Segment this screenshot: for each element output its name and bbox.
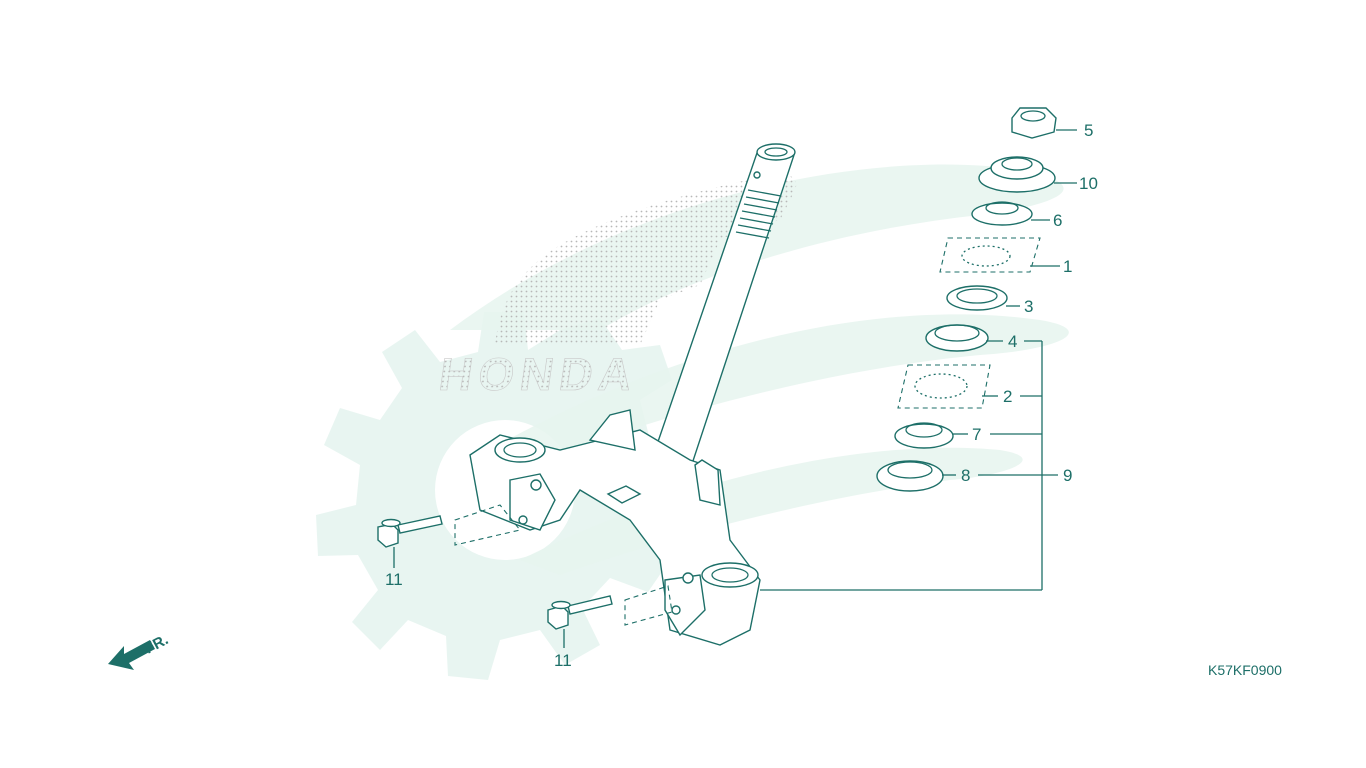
callout-3: 3 — [1024, 297, 1033, 316]
callout-2: 2 — [1003, 387, 1012, 406]
callout-10: 10 — [1079, 174, 1098, 193]
callout-6: 6 — [1053, 211, 1062, 230]
part-6-cone — [971, 201, 1033, 226]
steering-stem — [469, 143, 796, 646]
front-arrow-icon: FR. — [108, 631, 171, 670]
callout-11-lower: 11 — [554, 651, 572, 670]
part-2-ball-race — [897, 364, 991, 409]
part-8-dust-seal — [876, 460, 944, 492]
callout-1: 1 — [1063, 257, 1072, 276]
figure-code: K57KF0900 — [1208, 662, 1282, 678]
part-4-race — [925, 324, 989, 352]
callout-8: 8 — [961, 466, 970, 485]
callout-7: 7 — [972, 425, 981, 444]
part-5-nut — [1011, 107, 1057, 139]
leader-lines — [393, 129, 1077, 648]
part-7-cone — [894, 422, 954, 449]
callouts: 5 10 6 1 3 4 2 7 8 9 11 11 — [385, 121, 1098, 670]
honda-watermark-text: HONDA — [436, 348, 642, 400]
callout-11-upper: 11 — [385, 570, 403, 589]
bolt-11-lower — [547, 585, 673, 630]
callout-5: 5 — [1084, 121, 1093, 140]
callout-4: 4 — [1008, 332, 1017, 351]
callout-9: 9 — [1063, 466, 1072, 485]
part-10-adjusting-nut — [978, 156, 1056, 193]
bolt-11-upper — [377, 504, 521, 548]
honda-wing-logo-dots — [495, 174, 797, 345]
part-3-race — [946, 285, 1008, 311]
part-1-ball-race — [939, 237, 1041, 273]
